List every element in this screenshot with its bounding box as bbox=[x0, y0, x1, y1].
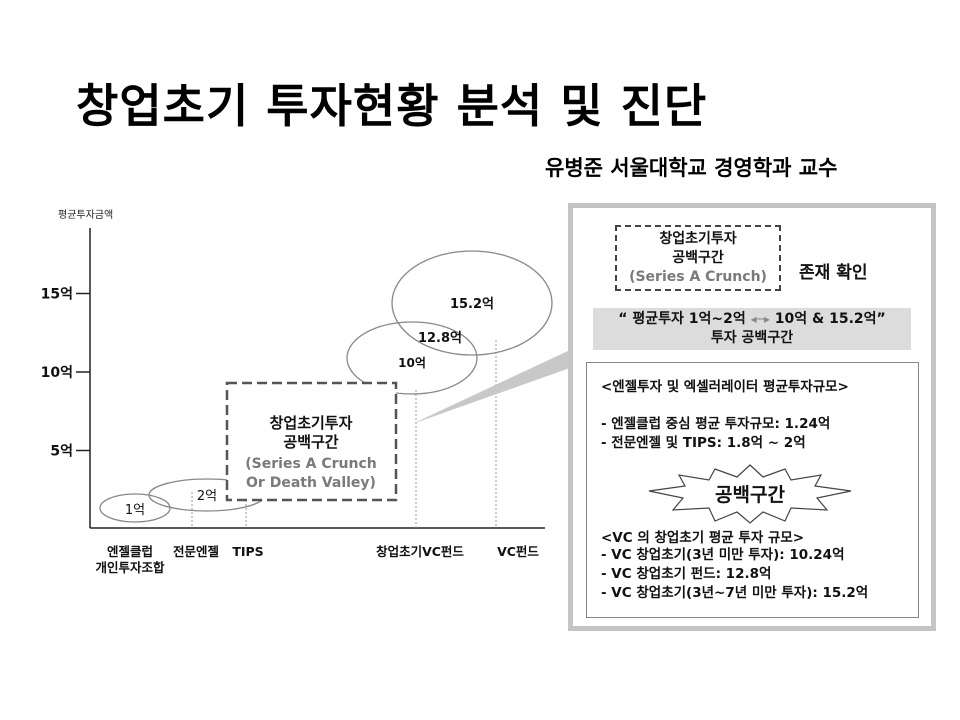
bubble bbox=[346, 321, 478, 395]
bubble bbox=[391, 250, 553, 356]
double-arrow-icon: ◂─▸ bbox=[750, 312, 770, 326]
gap-zone-box bbox=[225, 381, 398, 502]
y-tick-label: 5억 bbox=[50, 444, 73, 460]
crunch-box-line-1: 창업초기투자 bbox=[659, 231, 737, 247]
x-tick-label: 전문엔젤 bbox=[173, 544, 219, 559]
gap-burst-icon: 공백구간 bbox=[648, 464, 852, 524]
author-credit: 유병준 서울대학교 경영학과 교수 bbox=[545, 156, 838, 180]
list-item: - VC 창업초기 펀드: 12.8억 bbox=[601, 566, 772, 582]
burst-label: 공백구간 bbox=[715, 484, 785, 506]
gap-banner-left: “ 평균투자 1억~2억 bbox=[618, 311, 746, 327]
bubble-label: 12.8억 bbox=[418, 331, 462, 346]
angel-section-heading: <엔젤투자 및 엑셀러레이터 평균투자규모> bbox=[601, 379, 849, 395]
list-item: - 전문엔젤 및 TIPS: 1.8억 ~ 2억 bbox=[601, 435, 806, 451]
gap-banner-right: 10억 & 15.2억” bbox=[774, 311, 886, 327]
investment-scale-box: <엔젤투자 및 엑셀러레이터 평균투자규모> - 엔젤클럽 중심 평균 투자규모… bbox=[586, 362, 919, 618]
page-title: 창업초기 투자현황 분석 및 진단 bbox=[76, 79, 708, 133]
bubble bbox=[99, 493, 171, 523]
analysis-panel: 창업초기투자 공백구간 (Series A Crunch) 존재 확인 “ 평균… bbox=[568, 203, 936, 631]
crunch-box-english: (Series A Crunch) bbox=[629, 269, 767, 285]
y-axis-label: 평균투자금액 bbox=[58, 209, 113, 221]
gap-zone-english: Or Death Valley) bbox=[246, 475, 376, 491]
gap-zone-english: (Series A Crunch bbox=[245, 456, 376, 472]
list-item: - VC 창업초기(3년~7년 미만 투자): 15.2억 bbox=[601, 585, 869, 601]
vc-section-list: - VC 창업초기(3년 미만 투자): 10.24억 - VC 창업초기 펀드… bbox=[601, 546, 868, 603]
x-tick-label: 엔젤클럽 bbox=[107, 544, 153, 559]
callout-wedge bbox=[412, 350, 570, 424]
angel-section-list: - 엔젤클럽 중심 평균 투자규모: 1.24억 - 전문엔젤 및 TIPS: … bbox=[601, 415, 830, 453]
y-tick-label: 15억 bbox=[41, 287, 73, 303]
y-tick-label: 10억 bbox=[41, 365, 73, 381]
gap-zone-label: 공백구간 bbox=[283, 433, 338, 451]
x-tick-label: TIPS bbox=[232, 544, 263, 559]
bubble-label: 1억 bbox=[125, 503, 145, 518]
gap-zone-label: 창업초기투자 bbox=[270, 414, 353, 432]
crunch-box-line-2: 공백구간 bbox=[672, 250, 724, 266]
x-tick-label: 창업초기VC펀드 bbox=[376, 544, 464, 559]
exist-confirm-label: 존재 확인 bbox=[799, 263, 868, 283]
bubble-label: 15.2억 bbox=[450, 297, 494, 312]
list-item: - 엔젤클럽 중심 평균 투자규모: 1.24억 bbox=[601, 416, 831, 432]
gap-banner: “ 평균투자 1억~2억 ◂─▸ 10억 & 15.2억” 투자 공백구간 bbox=[593, 308, 911, 350]
gap-banner-line-2: 투자 공백구간 bbox=[710, 330, 794, 346]
bubble-label: 2억 bbox=[197, 489, 217, 504]
series-a-crunch-box: 창업초기투자 공백구간 (Series A Crunch) bbox=[615, 225, 781, 291]
gap-banner-line-1: “ 평균투자 1억~2억 ◂─▸ 10억 & 15.2억” bbox=[593, 310, 911, 329]
x-tick-label: VC펀드 bbox=[497, 544, 539, 559]
x-tick-label: 개인투자조합 bbox=[95, 560, 165, 575]
vc-section-heading: <VC 의 창업초기 평균 투자 규모> bbox=[601, 530, 805, 546]
bubble-label: 10억 bbox=[398, 356, 426, 370]
list-item: - VC 창업초기(3년 미만 투자): 10.24억 bbox=[601, 547, 845, 563]
